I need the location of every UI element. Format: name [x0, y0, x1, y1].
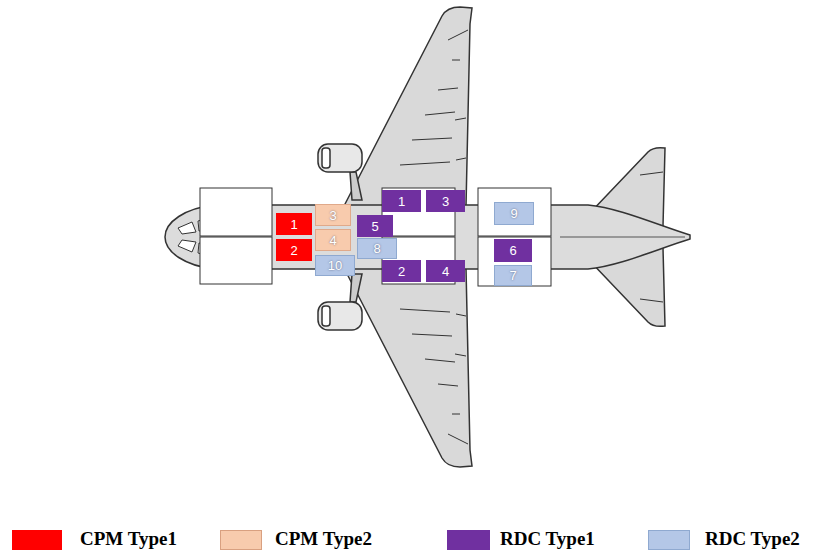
module-box: 9 — [494, 202, 534, 225]
wing — [344, 268, 472, 467]
module-number: 6 — [509, 244, 516, 257]
module-box: 5 — [357, 215, 393, 237]
elevator-line — [640, 299, 663, 302]
module-box: 4 — [426, 260, 465, 282]
module-box: 7 — [494, 265, 532, 286]
bay — [478, 237, 551, 286]
module-number: 10 — [328, 259, 342, 272]
module-number: 5 — [371, 220, 378, 233]
module-number: 3 — [442, 195, 449, 208]
engine-pylon — [350, 172, 362, 200]
module-box: 3 — [315, 204, 351, 226]
flap-lines — [400, 309, 468, 444]
equipment-bays — [200, 188, 551, 286]
module-number: 7 — [509, 269, 516, 282]
module-number: 9 — [510, 207, 517, 220]
module-box: 2 — [382, 260, 421, 282]
module-box: 1 — [276, 213, 312, 235]
legend-label: RDC Type1 — [500, 529, 595, 550]
engine-inlet — [322, 306, 330, 326]
bay — [200, 188, 272, 236]
module-number: 4 — [442, 265, 449, 278]
module-box: 10 — [315, 255, 355, 276]
legend-label: RDC Type2 — [705, 529, 800, 550]
bay — [200, 237, 272, 284]
engine-inlet — [322, 148, 330, 168]
engine — [318, 144, 362, 172]
module-box: 4 — [315, 229, 351, 251]
module-box: 2 — [276, 239, 312, 261]
legend-swatch — [220, 530, 262, 550]
module-number: 2 — [290, 244, 297, 257]
module-number: 1 — [290, 218, 297, 231]
module-box: 3 — [426, 190, 465, 212]
legend-swatch — [648, 530, 690, 550]
bay — [478, 188, 551, 236]
tail-cone-line — [560, 237, 685, 238]
module-box: 1 — [382, 190, 421, 212]
flap-lines — [400, 30, 468, 165]
legend-label: CPM Type1 — [80, 529, 177, 550]
legend-swatch — [12, 530, 62, 550]
module-number: 8 — [373, 242, 380, 255]
elevator-line — [640, 172, 663, 175]
legend-swatch — [447, 530, 490, 550]
module-box: 8 — [357, 238, 397, 259]
engine-pylon — [350, 274, 362, 302]
module-number: 1 — [398, 195, 405, 208]
legend-label: CPM Type2 — [275, 529, 372, 550]
module-box: 6 — [494, 239, 532, 262]
module-number: 4 — [329, 234, 336, 247]
module-number: 2 — [398, 265, 405, 278]
engine — [318, 302, 362, 330]
module-number: 3 — [329, 209, 336, 222]
wing — [344, 7, 472, 206]
